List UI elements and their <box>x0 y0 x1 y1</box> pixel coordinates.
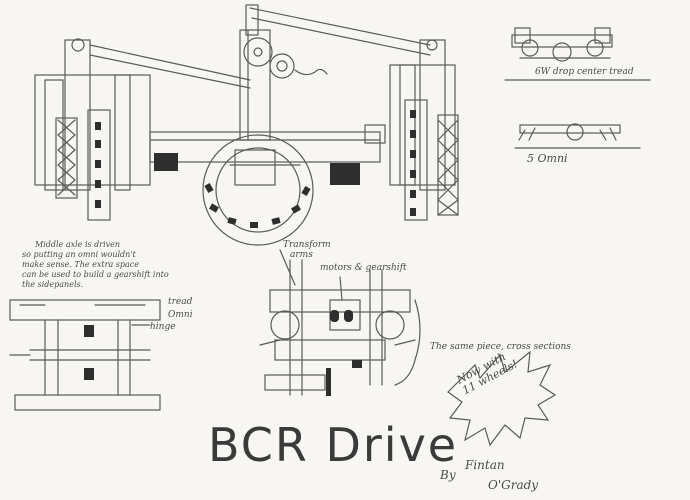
note-line-1: Middle axle is driven <box>35 240 121 249</box>
six-wheel-drop-center-sketch <box>504 27 651 81</box>
label-transform: Transform <box>283 240 331 250</box>
label-hinge: hinge <box>150 322 176 332</box>
label-cross-sections: The same piece, cross sections <box>430 342 571 352</box>
note-line-2: so putting an omni wouldn't <box>22 250 136 259</box>
burst-outline <box>447 350 557 447</box>
label-arms: arms <box>290 250 313 260</box>
label-five-omni: 5 Omni <box>527 152 568 165</box>
note-line-4: can be used to build a gearshift into <box>22 270 169 279</box>
byline: By <box>440 468 456 482</box>
shaded-marks <box>84 110 416 396</box>
note-line-3: make sense. The extra space <box>22 260 139 269</box>
label-tread: tread <box>168 297 193 307</box>
label-six-wheel-tread: 6W drop center tread <box>535 67 634 77</box>
main-drive-sketch <box>34 4 459 246</box>
label-motors-gearshift: motors & gearshift <box>320 263 407 273</box>
page-title: BCR Drive <box>208 418 459 472</box>
label-omni: Omni <box>168 310 193 320</box>
note-line-5: the sidepanels. <box>22 280 84 289</box>
five-omni-sketch <box>514 123 641 149</box>
author-last-name: O'Grady <box>488 478 539 492</box>
cross-section-sketch <box>259 249 421 396</box>
author-first-name: Fintan <box>465 458 505 472</box>
top-view-sketch <box>9 299 161 411</box>
